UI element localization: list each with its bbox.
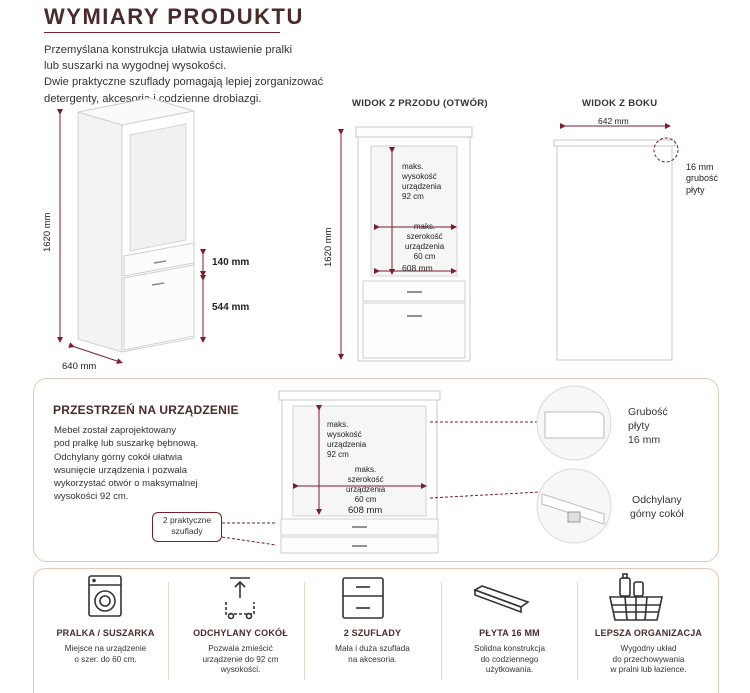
text-line: wykorzystać otwór o maksymalnej xyxy=(54,478,198,490)
front-max-height-label: maks. wysokość urządzenia 92 cm xyxy=(402,162,441,202)
text-line: urządzenia xyxy=(402,182,442,191)
text-line: wysokości 92 cm. xyxy=(54,491,129,503)
feature-divider xyxy=(304,582,305,680)
text-line: Wygodny układ xyxy=(620,644,677,653)
text-line: wysokość xyxy=(402,172,437,181)
iso-drawer-height-label: 140 mm xyxy=(212,257,250,268)
side-view-label: WIDOK Z BOKU xyxy=(582,98,658,109)
text-line: 2 praktyczne xyxy=(162,515,212,525)
detail-plinth-label: Odchylany górny cokół xyxy=(630,493,684,521)
panel-max-width-label: maks. szerokość urządzenia 60 cm xyxy=(346,465,385,505)
text-line: w pralni lub łazience. xyxy=(610,665,687,675)
text-line: Miejsce na urządzenie xyxy=(64,644,147,653)
text-line: grubość xyxy=(686,173,719,184)
text-line: urządzenie do 92 cm xyxy=(202,654,279,664)
text-line: Solidna konstrukcja xyxy=(474,644,545,653)
text-line: maks. xyxy=(413,222,436,231)
tilting-plinth-icon xyxy=(225,577,255,620)
drawers-badge: 2 praktyczne szuflady xyxy=(152,512,222,542)
feature-board: PŁYTA 16 MM Solidna konstrukcja do codzi… xyxy=(447,628,572,676)
text-line: 60 cm xyxy=(413,252,436,261)
panel-title: PRZESTRZEŃ NA URZĄDZENIE xyxy=(53,403,239,417)
feature-title: LEPSZA ORGANIZACJA xyxy=(594,628,703,638)
side-depth-label: 642 mm xyxy=(598,116,629,126)
feature-desc: Wygodny układ do przechowywania w pralni… xyxy=(586,644,711,676)
feature-title: PRALKA / SUSZARKA xyxy=(56,628,155,638)
drawers-icon xyxy=(342,577,384,619)
panel-opening-width-label: 608 mm xyxy=(348,505,383,516)
text-line: na akcesoria. xyxy=(348,654,397,664)
detail-thickness-label: Grubość płyty 16 mm xyxy=(628,405,668,448)
feature-desc: Mała i duża szuflada na akcesoria. xyxy=(310,644,435,665)
iso-depth-label: 640 mm xyxy=(62,361,97,372)
text-line: 92 cm xyxy=(402,192,424,201)
text-line: urządzenia xyxy=(405,242,445,251)
device-space-panel xyxy=(33,378,719,562)
intro-line: Przemyślana konstrukcja ułatwia ustawien… xyxy=(44,44,293,56)
front-max-width-label: maks. szerokość urządzenia 60 cm xyxy=(405,222,444,262)
panel-text: Mebel został zaprojektowany pod pralkę l… xyxy=(54,424,214,504)
text-line: szerokość xyxy=(347,475,384,484)
feature-desc: Pozwala zmieścić urządzenie do 92 cm wys… xyxy=(178,644,303,676)
iso-door-height-label: 544 mm xyxy=(212,302,250,313)
page-title: WYMIARY PRODUKTU xyxy=(44,4,304,29)
panel-max-height-label: maks. wysokość urządzenia 92 cm xyxy=(327,420,366,460)
text-line: użytkowania. xyxy=(485,665,534,675)
text-line: szuflady xyxy=(171,526,203,537)
text-line: pod pralkę lub suszarkę bębnową. xyxy=(54,438,199,450)
feature-organization: LEPSZA ORGANIZACJA Wygodny układ do prze… xyxy=(586,628,711,676)
text-line: 16 mm xyxy=(628,434,661,447)
text-line: wsunięcie urządzenia i pozwala xyxy=(54,464,188,476)
feature-drawers: 2 SZUFLADY Mała i duża szuflada na akces… xyxy=(310,628,435,665)
text-line: urządzenia xyxy=(346,485,386,494)
features-strip xyxy=(33,568,719,693)
text-line: wysokości. xyxy=(220,665,261,675)
feature-title: PŁYTA 16 MM xyxy=(479,628,540,638)
text-line: górny cokół xyxy=(630,508,684,521)
text-line: maks. xyxy=(354,465,377,474)
text-line: urządzenia xyxy=(327,440,367,449)
side-thickness-label: 16 mm grubość płyty xyxy=(686,162,718,196)
washing-machine-icon xyxy=(88,575,122,617)
text-line: maks. xyxy=(327,420,349,429)
text-line: Odchylany górny cokół ułatwia xyxy=(54,451,183,463)
feature-divider xyxy=(168,582,169,680)
text-line: do przechowywania xyxy=(612,654,685,664)
board-icon xyxy=(473,585,530,614)
text-line: Pozwala zmieścić xyxy=(208,644,273,653)
feature-plinth: ODCHYLANY COKÓŁ Pozwala zmieścić urządze… xyxy=(178,628,303,676)
feature-washer: PRALKA / SUSZARKA Miejsce na urządzenie … xyxy=(43,628,168,665)
front-view-label: WIDOK Z PRZODU (OTWÓR) xyxy=(352,98,488,109)
text-line: 92 cm xyxy=(327,450,349,459)
text-line: Mebel został zaprojektowany xyxy=(54,425,176,436)
intro-line: Dwie praktyczne szuflady pomagają lepiej… xyxy=(44,76,324,89)
feature-desc: Solidna konstrukcja do codziennego użytk… xyxy=(447,644,572,676)
text-line: o szer. do 60 cm. xyxy=(74,654,137,664)
feature-desc: Miejsce na urządzenie o szer. do 60 cm. xyxy=(43,644,168,665)
feature-divider xyxy=(577,582,578,680)
front-opening-width-label: 608 mm xyxy=(402,263,433,273)
text-line: Odchylany xyxy=(632,494,682,506)
text-line: szerokość xyxy=(406,232,443,241)
title-underline xyxy=(44,32,280,33)
text-line: do codziennego xyxy=(480,654,539,664)
text-line: maks. xyxy=(402,162,424,171)
feature-divider xyxy=(441,582,442,680)
feature-title: ODCHYLANY COKÓŁ xyxy=(193,628,288,638)
intro-line: lub suszarki na wygodnej wysokości. xyxy=(44,60,227,73)
text-line: 16 mm xyxy=(686,162,714,172)
feature-title: 2 SZUFLADY xyxy=(343,628,402,638)
text-line: Grubość xyxy=(628,406,668,418)
text-line: Mała i duża szuflada xyxy=(335,644,410,653)
text-line: 60 cm xyxy=(354,495,377,504)
text-line: płyty xyxy=(686,184,705,195)
text-line: płyty xyxy=(628,420,650,433)
basket-icon xyxy=(609,573,663,621)
text-line: wysokość xyxy=(327,430,362,439)
